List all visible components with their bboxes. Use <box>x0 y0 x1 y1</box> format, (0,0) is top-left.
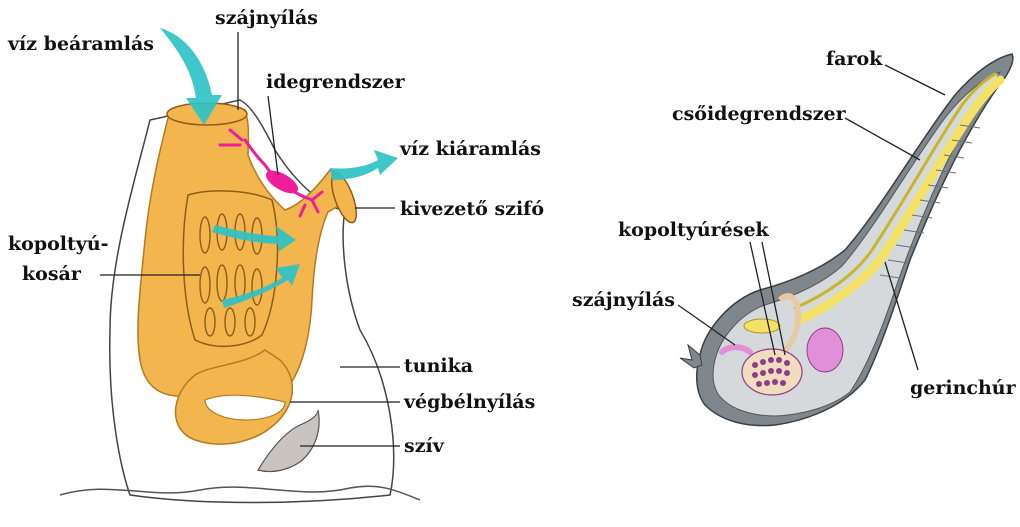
label-mouth-left: szájnyílás <box>215 7 318 29</box>
label-gill-basket-1: kopoltyú- <box>8 233 109 255</box>
label-tunic: tunika <box>404 355 473 377</box>
adult-ascidian: víz beáramlás szájnyílás idegrendszer ví… <box>7 7 544 503</box>
label-water-in: víz beáramlás <box>7 33 154 55</box>
label-gill-slits: kopoltyúrések <box>618 219 770 241</box>
label-nervous-system: idegrendszer <box>266 71 406 93</box>
label-gill-basket-2: kosár <box>22 263 82 285</box>
label-neural-tube: csőidegrendszer <box>672 103 847 125</box>
water-out-arrow <box>330 150 398 180</box>
label-exhalant-siphon: kivezető szifó <box>400 198 544 220</box>
label-mouth-right: szájnyílás <box>572 289 675 311</box>
larva-papillae <box>680 345 702 368</box>
label-tail: farok <box>826 48 883 70</box>
larva: farok csőidegrendszer kopoltyúrések száj… <box>572 48 1017 426</box>
larva-stomach <box>807 328 843 372</box>
label-notochord: gerinchúr <box>910 377 1017 399</box>
label-heart: szív <box>404 435 445 457</box>
sensory-vesicle <box>744 319 780 333</box>
label-water-out: víz kiáramlás <box>399 138 541 160</box>
label-anus: végbélnyílás <box>403 391 535 413</box>
